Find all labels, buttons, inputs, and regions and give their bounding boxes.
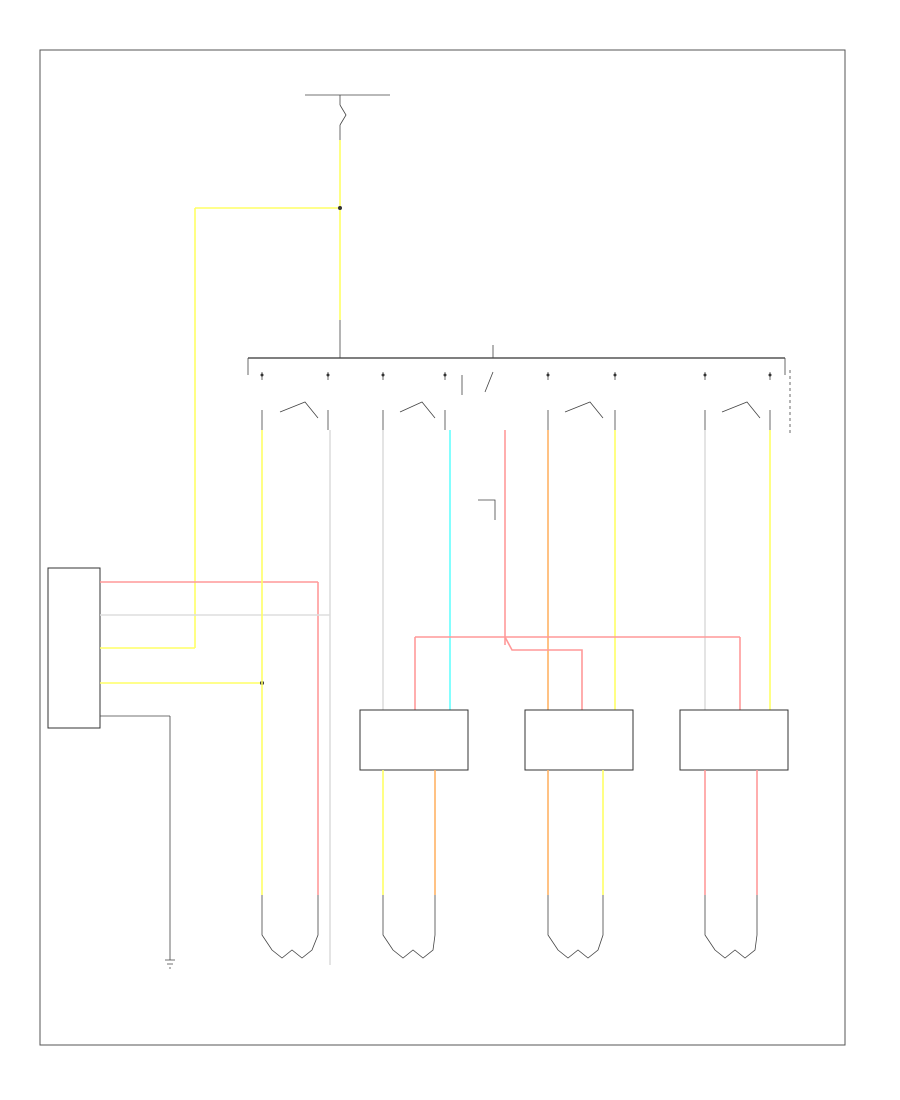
rr-window-motor xyxy=(704,895,758,959)
rf-window-switch xyxy=(381,372,447,430)
pink-bus xyxy=(414,636,741,710)
splice-dot-main xyxy=(338,206,342,210)
master-switch xyxy=(247,320,791,435)
lr-window-unit xyxy=(524,709,634,895)
lf-window-switch xyxy=(260,372,330,430)
yellow-feed-wires xyxy=(194,140,342,648)
power-feed xyxy=(305,94,390,140)
rr-window-switch xyxy=(703,372,772,430)
lr-window-motor xyxy=(547,895,604,959)
control-module xyxy=(47,567,330,960)
ground-point xyxy=(165,959,175,969)
lf-window-motor xyxy=(261,895,319,959)
rf-window-unit xyxy=(359,709,469,895)
diagram-frame xyxy=(39,49,846,1046)
switch-output-wires xyxy=(261,430,771,965)
lr-window-switch xyxy=(546,372,617,430)
rf-window-motor xyxy=(382,895,436,959)
rr-window-unit xyxy=(679,709,789,895)
